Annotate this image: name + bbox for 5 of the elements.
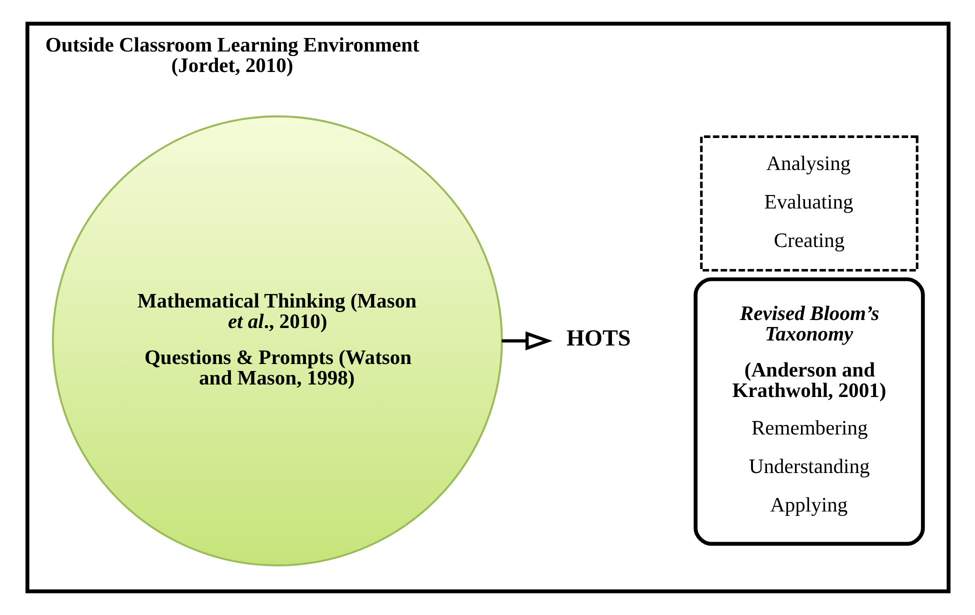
node-box: Revised Bloom’s Taxonomy (Anderson and Krathwohl, 2001) Remembering Understanding Applying bbox=[693, 277, 924, 546]
node-text: HOTS bbox=[566, 324, 630, 350]
node-box: Analysing Evaluating Creating bbox=[700, 135, 918, 272]
node-circle: Mathematical Thinking (Mason et al., 2010) Questions & Prompts (Watson and Mason, 1998) bbox=[51, 115, 502, 566]
arrow bbox=[501, 331, 552, 350]
